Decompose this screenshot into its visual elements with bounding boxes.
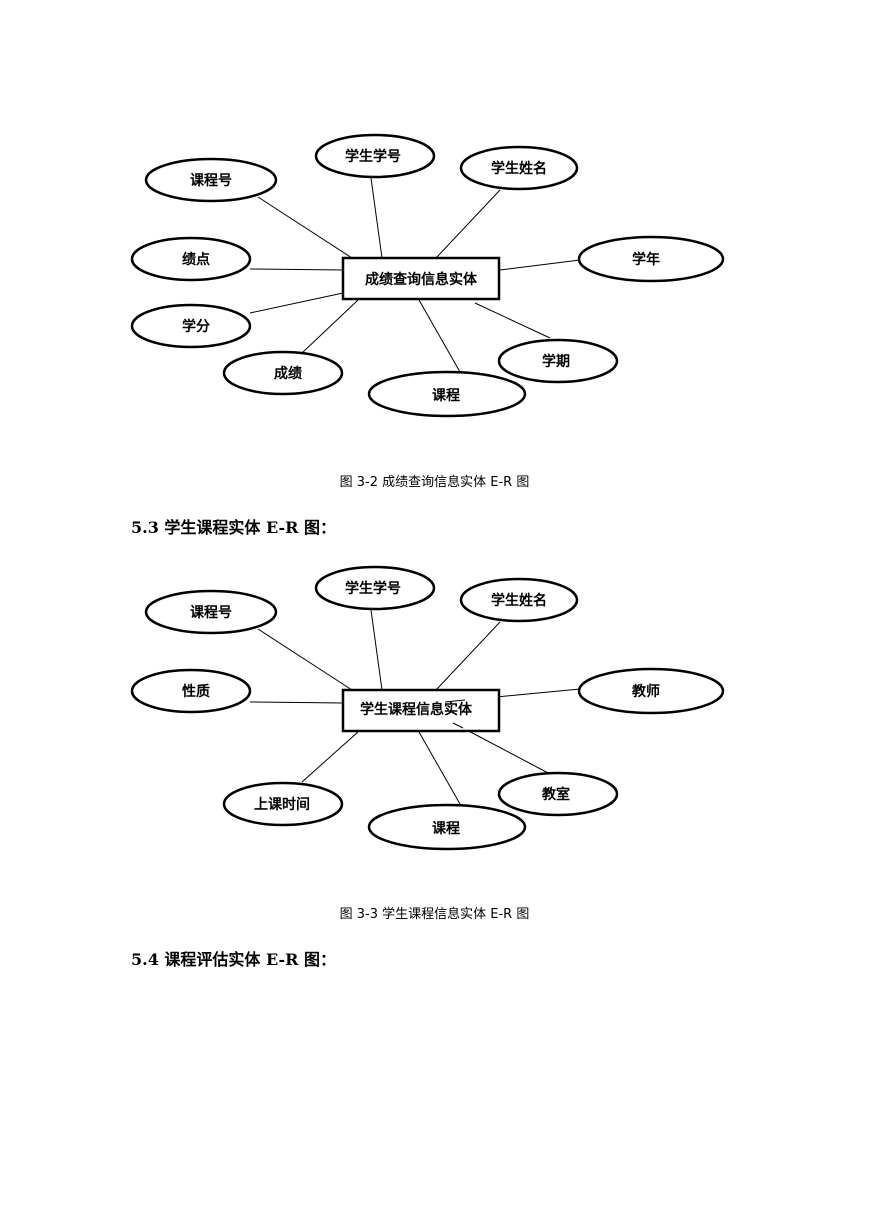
attr-ellipse xyxy=(497,338,619,384)
attr-student-id: 学生学号 xyxy=(345,580,401,597)
attr-ellipse xyxy=(130,236,252,282)
attr-course-no: 课程号 xyxy=(190,173,232,189)
entity-label: 学生课程信息实体 xyxy=(360,701,473,718)
attr-classroom: 教室 xyxy=(542,786,570,803)
attr-student-id: 学生学号 xyxy=(345,148,401,165)
attr-course: 课程 xyxy=(432,388,460,404)
edge-student-id xyxy=(370,609,383,691)
entity-label: 成绩查询信息实体 xyxy=(365,271,478,288)
attr-ellipse xyxy=(144,589,278,635)
edge-academic-year xyxy=(499,259,581,271)
edge-student-name xyxy=(435,621,501,691)
edge-class-time xyxy=(301,731,359,783)
section-heading-5-4: 5.4 课程评估实体 E-R 图： xyxy=(131,950,336,969)
attr-ellipse xyxy=(130,668,252,714)
edge-classroom-overlap xyxy=(452,722,464,729)
attr-student-name: 学生姓名 xyxy=(491,160,547,177)
figure-caption-3-3: 图 3-3 学生课程信息实体 E-R 图 xyxy=(339,907,530,922)
edge-classroom xyxy=(462,727,551,775)
entity-box xyxy=(341,688,501,733)
er-diagram-grade-query: 成绩查询信息实体 学生学号 课程号 学生姓名 绩点 学年 学分 学期 成绩 课程 xyxy=(0,120,869,440)
er-diagram-2-svg: 学生课程信息实体 学生学号 课程号 学生姓名 性质 教师 上课时间 教室 课程 xyxy=(130,565,725,851)
edge-teacher-overlap xyxy=(444,699,466,703)
edge-student-id xyxy=(370,177,383,259)
attr-ellipse xyxy=(314,565,436,611)
attr-ellipse xyxy=(459,577,579,623)
edge-semester xyxy=(474,302,551,339)
attr-ellipse xyxy=(459,145,579,191)
attr-ellipse xyxy=(222,350,344,396)
attr-credit: 学分 xyxy=(182,318,210,335)
attr-teacher: 教师 xyxy=(632,683,660,700)
attr-course: 课程 xyxy=(432,821,460,837)
edge-student-name xyxy=(435,189,501,259)
attr-ellipse xyxy=(577,235,725,283)
attr-ellipse xyxy=(222,781,344,827)
attr-class-time: 上课时间 xyxy=(254,796,310,813)
attr-student-name: 学生姓名 xyxy=(491,592,547,609)
er-diagram-1-svg: 成绩查询信息实体 学生学号 课程号 学生姓名 绩点 学年 学分 学期 成绩 课程 xyxy=(130,133,725,418)
attr-ellipse xyxy=(130,303,252,349)
edge-course-no xyxy=(257,196,353,259)
entity-box xyxy=(341,256,501,301)
edge-credit xyxy=(249,292,344,314)
section-heading-5-3: 5.3 学生课程实体 E-R 图： xyxy=(131,518,336,537)
attr-ellipse xyxy=(367,370,527,418)
attr-course-no: 课程号 xyxy=(190,605,232,621)
edge-course-no xyxy=(257,628,353,691)
attr-score: 成绩 xyxy=(274,365,302,382)
attr-ellipse xyxy=(577,667,725,715)
edge-score xyxy=(301,299,359,354)
attr-semester: 学期 xyxy=(542,353,570,370)
attr-ellipse xyxy=(314,133,436,179)
edge-nature xyxy=(249,701,344,704)
figure-caption-3-2: 图 3-2 成绩查询信息实体 E-R 图 xyxy=(339,475,530,490)
attr-ellipse xyxy=(367,803,527,851)
edge-course xyxy=(418,299,461,373)
edge-course xyxy=(418,731,461,805)
attr-ellipse xyxy=(497,771,619,817)
attr-academic-year: 学年 xyxy=(632,251,660,268)
er-diagram-student-course: 学生课程信息实体 学生学号 课程号 学生姓名 性质 教师 上课时间 教室 课程 xyxy=(0,552,869,872)
attr-gpa: 绩点 xyxy=(182,251,210,268)
attr-ellipse xyxy=(144,157,278,203)
attr-nature: 性质 xyxy=(182,683,210,700)
edge-gpa xyxy=(249,268,344,271)
